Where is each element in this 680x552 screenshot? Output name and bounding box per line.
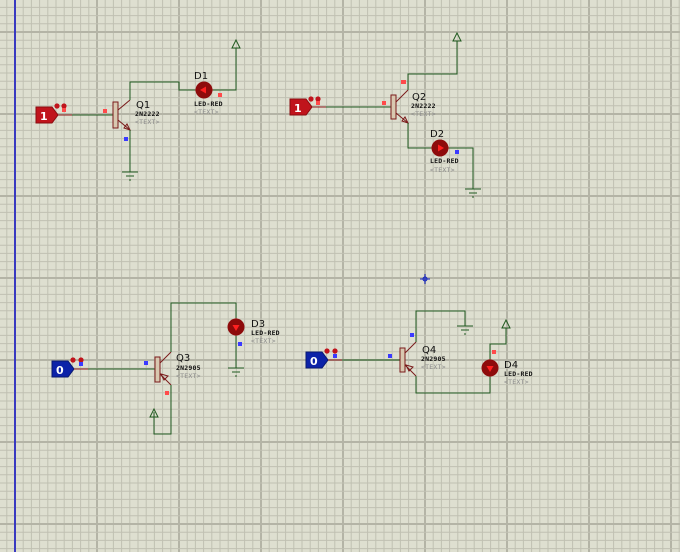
pin-marker bbox=[238, 342, 242, 346]
pin-marker bbox=[165, 391, 169, 395]
emitter-arrow-icon bbox=[405, 364, 414, 372]
probe-dot-icon bbox=[308, 96, 314, 102]
led-ref-label: D2 bbox=[430, 129, 444, 140]
logic-state-value: 1 bbox=[40, 110, 48, 123]
logic-state-input-2[interactable]: 1 bbox=[289, 96, 321, 116]
pin-marker bbox=[455, 150, 459, 154]
transistor-q4[interactable] bbox=[388, 333, 417, 377]
pin-marker bbox=[316, 101, 320, 105]
pin-marker bbox=[382, 101, 386, 105]
transistor-ref-label: Q2 bbox=[412, 92, 426, 103]
ground-terminal-icon[interactable] bbox=[122, 171, 138, 181]
wire[interactable] bbox=[407, 42, 458, 90]
transistor-ref-label: Q4 bbox=[422, 345, 436, 356]
power-terminal-icon[interactable] bbox=[149, 407, 159, 418]
pin-marker bbox=[79, 362, 83, 366]
pin-marker bbox=[124, 137, 128, 141]
led-d4[interactable] bbox=[481, 350, 499, 377]
probe-dot-icon bbox=[61, 103, 67, 109]
led-text-placeholder: <TEXT> bbox=[251, 337, 276, 345]
led-ref-label: D1 bbox=[194, 71, 208, 82]
led-ref-label: D3 bbox=[251, 319, 265, 330]
led-d2[interactable] bbox=[431, 139, 459, 157]
logic-state-input-1[interactable]: 1 bbox=[35, 103, 67, 124]
logic-state-value: 0 bbox=[310, 355, 318, 368]
wire[interactable] bbox=[415, 376, 491, 394]
logic-state-value: 0 bbox=[56, 364, 64, 377]
cursor-crosshair-icon bbox=[420, 274, 430, 284]
led-glyph-icon bbox=[486, 366, 494, 372]
pin-marker bbox=[333, 354, 337, 358]
transistor-part-label: 2N2905 bbox=[176, 364, 201, 372]
probe-dot-icon bbox=[332, 348, 338, 354]
wire[interactable] bbox=[129, 81, 195, 100]
led-glyph-icon bbox=[200, 86, 206, 94]
transistor-part-label: 2N2222 bbox=[135, 110, 160, 118]
probe-dot-icon bbox=[78, 357, 84, 363]
transistor-q2[interactable] bbox=[382, 80, 409, 124]
power-terminal-icon[interactable] bbox=[452, 31, 462, 42]
transistor-text-placeholder: <TEXT> bbox=[176, 372, 201, 380]
transistor-ref-label: Q3 bbox=[176, 353, 190, 364]
transistor-text-placeholder: <TEXT> bbox=[421, 363, 446, 371]
probe-dot-icon bbox=[54, 103, 60, 109]
transistor-part-label: 2N2222 bbox=[411, 102, 436, 110]
probe-dot-icon bbox=[70, 357, 76, 363]
transistor-part-label: 2N2905 bbox=[421, 355, 446, 363]
led-ref-label: D4 bbox=[504, 360, 518, 371]
pin-marker bbox=[492, 350, 496, 354]
transistor-q3[interactable] bbox=[144, 351, 172, 395]
transistor-q1[interactable] bbox=[103, 99, 131, 141]
circuit-2: 1 Q2 2N2222 <TEXT> D2 LED-RED <TEXT bbox=[289, 31, 481, 198]
transistor-text-placeholder: <TEXT> bbox=[411, 110, 436, 118]
wire[interactable] bbox=[415, 310, 466, 342]
power-terminal-icon[interactable] bbox=[231, 38, 241, 50]
emitter-arrow-icon bbox=[401, 116, 409, 124]
wire[interactable] bbox=[449, 147, 474, 189]
led-d1[interactable] bbox=[195, 81, 222, 99]
logic-state-input-3[interactable]: 0 bbox=[51, 357, 84, 378]
wire[interactable] bbox=[153, 385, 172, 435]
pin-marker bbox=[218, 93, 222, 97]
wire[interactable] bbox=[170, 302, 237, 352]
led-text-placeholder: <TEXT> bbox=[430, 166, 455, 174]
pin-marker bbox=[144, 361, 148, 365]
led-text-placeholder: <TEXT> bbox=[504, 378, 529, 386]
led-glyph-icon bbox=[438, 144, 444, 152]
circuit-1: 1 Q1 2N2222 <TEXT> D1 LE bbox=[35, 38, 241, 181]
wire[interactable] bbox=[213, 50, 237, 91]
wire[interactable] bbox=[489, 330, 507, 359]
probe-dot-icon bbox=[315, 96, 321, 102]
circuit-3: 0 Q3 2N2905 <TEXT> D3 LED-RED <TEXT bbox=[51, 302, 280, 435]
emitter-arrow-icon bbox=[123, 123, 131, 131]
led-part-label: LED-RED bbox=[504, 370, 533, 378]
led-d3[interactable] bbox=[227, 318, 245, 346]
ground-terminal-icon[interactable] bbox=[465, 188, 481, 198]
ground-terminal-icon[interactable] bbox=[457, 325, 473, 335]
pin-marker bbox=[410, 333, 414, 337]
led-part-label: LED-RED bbox=[251, 329, 280, 337]
ground-terminal-icon[interactable] bbox=[228, 367, 244, 377]
power-terminal-icon[interactable] bbox=[501, 318, 511, 330]
pin-marker bbox=[62, 108, 66, 112]
circuit-4: 0 Q4 2N2905 <TEXT> D4 LED-RED <TEXT bbox=[305, 310, 533, 394]
probe-dot-icon bbox=[324, 348, 330, 354]
transistor-text-placeholder: <TEXT> bbox=[135, 118, 160, 126]
logic-state-value: 1 bbox=[294, 102, 302, 115]
led-glyph-icon bbox=[232, 325, 240, 331]
pin-marker bbox=[103, 109, 107, 113]
transistor-ref-label: Q1 bbox=[136, 100, 150, 111]
pin-marker bbox=[401, 80, 406, 84]
wire[interactable] bbox=[407, 123, 431, 149]
led-text-placeholder: <TEXT> bbox=[194, 108, 219, 116]
led-part-label: LED-RED bbox=[194, 100, 223, 108]
pin-marker bbox=[388, 354, 392, 358]
logic-state-input-4[interactable]: 0 bbox=[305, 348, 338, 369]
emitter-arrow-icon bbox=[160, 373, 169, 381]
led-part-label: LED-RED bbox=[430, 157, 459, 165]
